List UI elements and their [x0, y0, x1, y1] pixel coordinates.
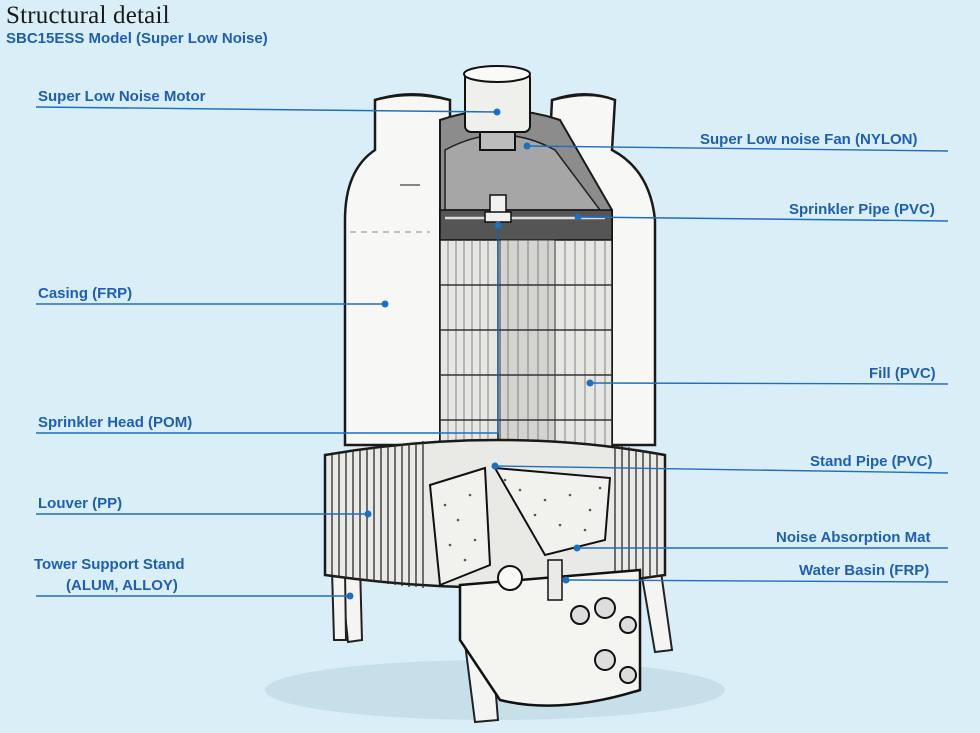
support-leg-left	[330, 564, 364, 644]
label-sprinkler-head: Sprinkler Head (POM)	[38, 414, 193, 431]
page-title: Structural detail	[6, 2, 170, 29]
label-noise-mat: Noise Absorption Mat	[776, 529, 931, 546]
stand-pipe	[547, 559, 563, 601]
mat-texture	[443, 478, 602, 562]
label-stand-pipe: Stand Pipe (PVC)	[810, 453, 933, 470]
leader-lines	[35, 106, 949, 600]
label-fan: Super Low noise Fan (NYLON)	[700, 131, 918, 148]
label-sprinkler-pipe: Sprinkler Pipe (PVC)	[789, 201, 935, 218]
label-louver: Louver (PP)	[38, 495, 123, 512]
label-casing: Casing (FRP)	[38, 285, 133, 302]
label-fill: Fill (PVC)	[869, 365, 936, 382]
left-top-rim	[374, 93, 451, 101]
label-support-stand-material: (ALUM, ALLOY)	[66, 577, 178, 594]
basin-fittings	[570, 597, 637, 684]
louver-band	[323, 438, 667, 589]
motor	[463, 65, 531, 151]
label-water-basin: Water Basin (FRP)	[799, 562, 930, 579]
noise-mat-left	[428, 466, 492, 587]
label-support-stand: Tower Support Stand	[34, 556, 185, 573]
fill-block	[439, 239, 613, 466]
float-valve	[497, 565, 523, 591]
sprinkler-plate	[439, 209, 613, 241]
noise-mat-right	[493, 466, 612, 557]
model-subtitle: SBC15ESS Model (Super Low Noise)	[6, 30, 268, 47]
label-motor: Super Low Noise Motor	[38, 88, 206, 105]
right-top-rim	[551, 93, 616, 101]
